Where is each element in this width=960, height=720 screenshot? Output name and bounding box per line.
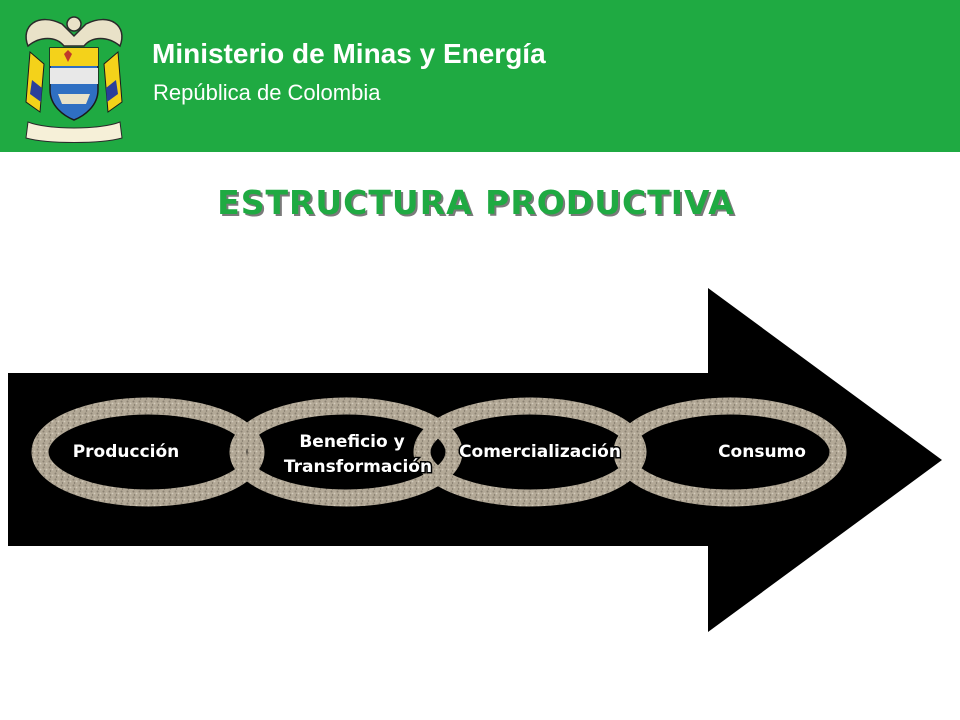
stage-label-consumo: Consumo (718, 442, 806, 462)
stage-label-produccion: Producción (73, 442, 180, 462)
production-chain-diagram: Producción Beneficio y Transformación Co… (8, 288, 942, 632)
process-arrow (8, 288, 942, 632)
stage-ring-beneficio (229, 397, 463, 507)
country-name: República de Colombia (153, 80, 381, 105)
ministry-name: Ministerio de Minas y Energía (152, 38, 546, 69)
stage-label-beneficio-line1: Beneficio y (299, 432, 404, 452)
coat-of-arms-icon (25, 16, 123, 143)
page-title: ESTRUCTURA PRODUCTIVA (217, 183, 735, 222)
stage-ring-consumo (613, 397, 847, 507)
header-banner: Ministerio de Minas y Energía República … (0, 0, 960, 152)
stage-label-comercializacion: Comercialización (459, 442, 621, 462)
stage-ring-produccion (31, 397, 265, 507)
stage-ring-comercializacion (413, 397, 647, 507)
stage-label-beneficio-line2: Transformación (284, 457, 432, 477)
